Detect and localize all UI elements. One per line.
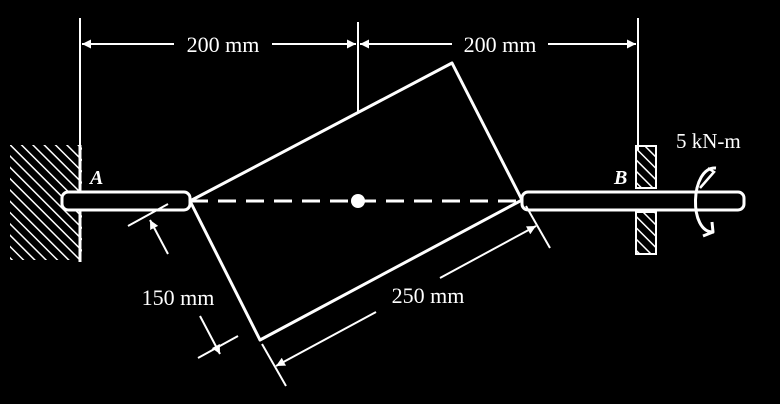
dim-label-250: 250 mm: [392, 283, 465, 308]
dim-label-left-200: 200 mm: [187, 32, 260, 57]
length-dimension: [261, 205, 551, 387]
center-point: [351, 194, 365, 208]
shaft: [60, 190, 746, 212]
torque-label: 5 kN-m: [676, 129, 741, 153]
support-label-a: A: [88, 167, 103, 189]
support-label-b: B: [613, 167, 627, 189]
bearing-support-b: [635, 145, 657, 255]
dim-label-150: 150 mm: [142, 285, 215, 310]
width-dimension: [127, 203, 239, 359]
dim-label-right-200: 200 mm: [464, 32, 537, 57]
torque-arrow-icon: [694, 166, 717, 238]
